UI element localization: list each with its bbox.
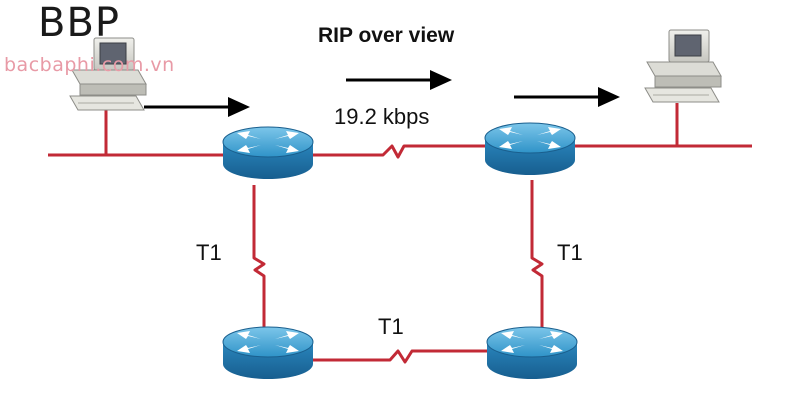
router-icon: [222, 326, 314, 380]
arrow-right-icon: [346, 70, 452, 90]
brand-logo: BBP: [38, 0, 121, 46]
arrow-right-icon: [144, 97, 250, 117]
website-watermark: bacbaphi.com.vn: [4, 54, 175, 76]
router-icon: [484, 122, 576, 176]
router-icon: [486, 326, 578, 380]
diagram-title: RIP over view: [318, 24, 455, 47]
serial-link-left: [252, 185, 266, 330]
link-label-left: T1: [196, 240, 222, 265]
serial-link-top: [310, 144, 487, 159]
link-speed-label: 19.2 kbps: [334, 104, 430, 129]
router-icon: [222, 126, 314, 180]
arrow-right-icon: [514, 87, 620, 107]
serial-link-right: [530, 180, 544, 330]
link-label-bottom: T1: [378, 314, 404, 339]
serial-link-bottom: [310, 349, 490, 364]
link-label-right: T1: [557, 240, 583, 265]
computer-icon: [644, 29, 722, 103]
